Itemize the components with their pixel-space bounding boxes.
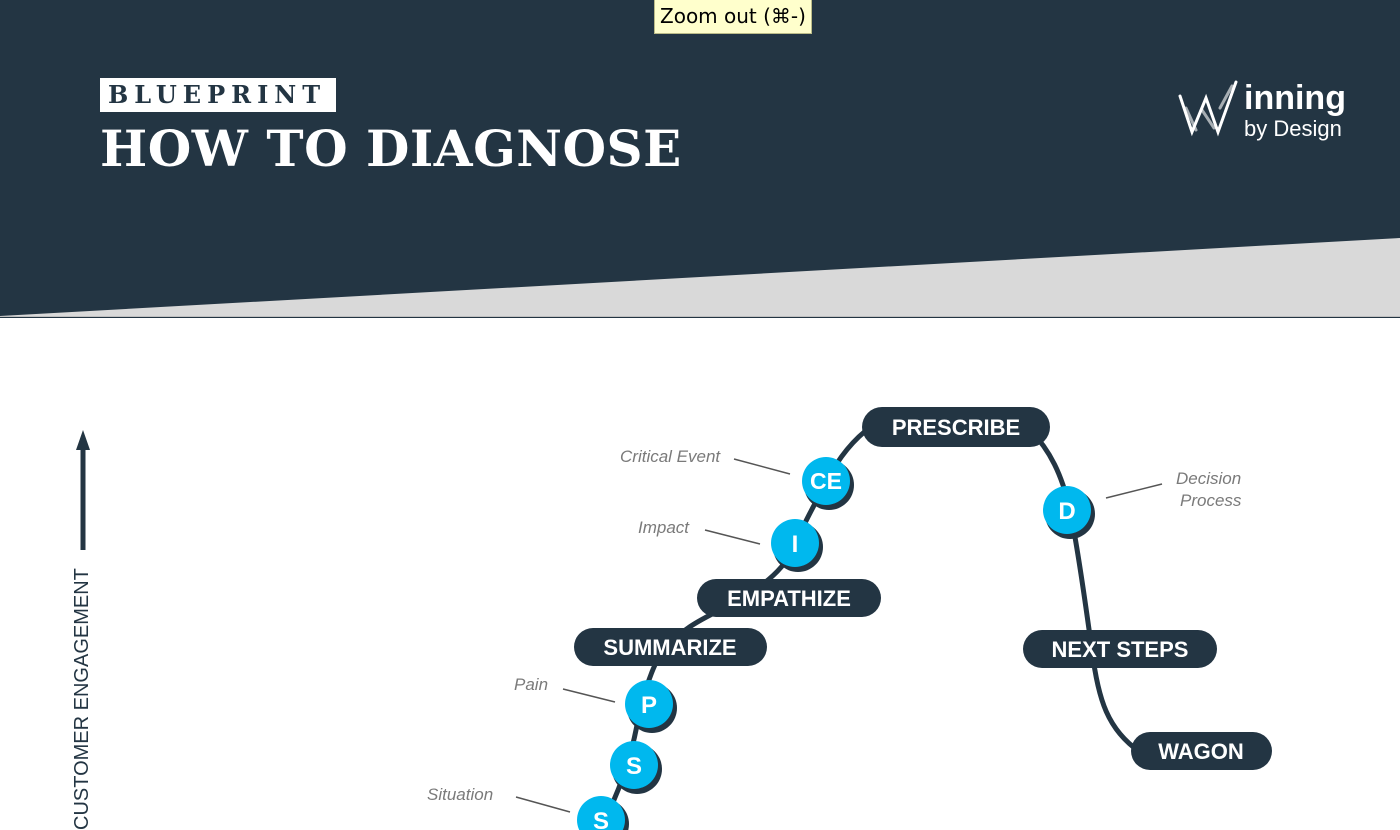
zoom-out-tooltip: Zoom out (⌘-) (654, 0, 812, 34)
stage-summarize-label: SUMMARIZE (603, 635, 736, 660)
w-logo-icon (1178, 80, 1238, 137)
note-decision-line2: Process (1180, 491, 1242, 510)
stage-next-steps-label: NEXT STEPS (1052, 637, 1189, 662)
flow-curve-right (1028, 428, 1142, 755)
header-banner: BLUEPRINT HOW TO DIAGNOSE inning by Desi… (0, 0, 1400, 318)
gray-diagonal-band (0, 238, 1400, 316)
leader-critical-event (733, 458, 791, 475)
header-background (0, 0, 1400, 318)
leader-pain (562, 688, 616, 703)
blueprint-label: BLUEPRINT (100, 78, 337, 112)
node-critical-event: CE (802, 457, 854, 510)
note-critical-event: Critical Event (620, 447, 721, 466)
stage-wagon-label: WAGON (1158, 739, 1244, 764)
note-impact: Impact (638, 518, 690, 537)
node-situation-lower: S (577, 796, 629, 830)
node-s-lower-label: S (593, 808, 609, 830)
winning-by-design-logo: inning by Design (1176, 78, 1366, 148)
leader-impact (704, 529, 761, 545)
node-impact: I (771, 519, 823, 572)
stage-wagon: WAGON (1131, 732, 1272, 770)
stage-next-steps: NEXT STEPS (1023, 630, 1217, 668)
node-pain: P (625, 680, 677, 733)
diagnose-flow-diagram: Critical Event Impact Decision Process P… (427, 407, 1272, 830)
node-ce-label: CE (810, 468, 842, 494)
note-situation: Situation (427, 785, 493, 804)
node-situation-upper: S (610, 741, 662, 794)
leader-decision (1105, 483, 1163, 499)
node-d-label: D (1058, 498, 1075, 525)
leader-situation (515, 796, 571, 813)
stage-prescribe-label: PRESCRIBE (892, 415, 1020, 440)
note-decision-line1: Decision (1176, 469, 1241, 488)
stage-empathize-label: EMPATHIZE (727, 586, 851, 611)
node-s-upper-label: S (626, 753, 642, 780)
node-p-label: P (641, 692, 657, 719)
logo-wordmark: inning (1244, 79, 1346, 117)
stage-empathize: EMPATHIZE (697, 579, 881, 617)
logo-subtitle: by Design (1244, 116, 1342, 141)
stage-summarize: SUMMARIZE (574, 628, 767, 666)
axis-arrow-icon (76, 430, 90, 550)
node-decision-process: D (1043, 486, 1095, 539)
stage-prescribe: PRESCRIBE (862, 407, 1050, 447)
note-pain: Pain (514, 675, 548, 694)
page-title: HOW TO DIAGNOSE (100, 119, 682, 178)
node-i-label: I (792, 531, 799, 558)
